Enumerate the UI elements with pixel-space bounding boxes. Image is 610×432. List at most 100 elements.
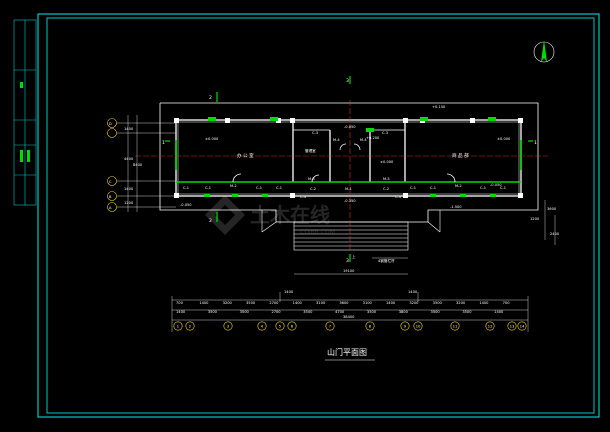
level-mark: +0.150: [432, 105, 446, 109]
right-dim-1: 1200: [530, 217, 540, 221]
axis-number: 13: [510, 325, 515, 329]
window-tag: C-1: [276, 186, 282, 190]
section-mark-1b: 1: [534, 140, 537, 146]
top-dim-left: 1400: [284, 290, 294, 294]
north-arrow-icon: [533, 40, 555, 63]
axis-bubble: [400, 321, 410, 331]
door-tag: M-2: [230, 184, 237, 188]
axis-bubble: [507, 321, 517, 331]
dimension-value: 1400: [479, 301, 489, 305]
window-tag: C-1: [410, 186, 416, 190]
axis-label-b: B: [109, 195, 112, 199]
section-mark-1a: 1: [162, 140, 165, 146]
section-mark-3b: 3: [346, 258, 349, 264]
dimension-value: 1400: [494, 310, 504, 314]
outer-border: [37, 13, 600, 418]
dimension-value: 2700: [271, 310, 281, 314]
axis-bubble: [257, 321, 267, 331]
section-mark-3a: 3: [346, 78, 349, 84]
dimension-value: 3200: [409, 301, 419, 305]
window-tag: C-2: [310, 187, 316, 191]
level-mark: -0.050: [180, 203, 192, 207]
dimension-value: 3500: [367, 310, 377, 314]
axis-bubble: [287, 321, 297, 331]
bottom-dimensions: [171, 292, 529, 332]
axis-number: 1: [177, 325, 179, 329]
axis-bubble: [185, 321, 195, 331]
section-marks: 1 1 2 2 3 3: [162, 76, 537, 264]
dimension-value: 1400: [176, 310, 186, 314]
room-level-office: ±0.000: [205, 137, 219, 141]
window-tag: C-1: [256, 186, 262, 190]
room-label-office: 办 公 室: [237, 152, 254, 159]
top-dim-right: 1400: [408, 290, 418, 294]
stair-note: 4钢管栏杆: [378, 258, 395, 263]
axis-bubble: [325, 321, 335, 331]
door-tag: M-5: [383, 177, 390, 181]
window-tag: C-1: [183, 186, 189, 190]
door-tag: M-4: [360, 138, 367, 142]
top-dim: 19100: [343, 269, 355, 273]
dimension-value: 3500: [240, 310, 250, 314]
dimension-value: 2700: [269, 301, 279, 305]
axis-bubble: [223, 321, 233, 331]
left-dim-2: 4400: [124, 157, 134, 161]
axis-bubble: [485, 321, 495, 331]
door-tag: M-3: [308, 177, 315, 181]
dims-row-2: 1400 3500 3500 2700 3500 4700 3500 3800 3500 3500…: [176, 310, 504, 314]
level-mark: -0.350: [344, 199, 356, 203]
dimension-value: 1400: [293, 301, 303, 305]
left-dim-total: 8400: [133, 163, 143, 167]
dimension-value: 3500: [208, 310, 218, 314]
level-mark: +0.200: [366, 136, 380, 140]
dimension-value: 1400: [199, 301, 209, 305]
right-dims: 1200 3600 2400: [530, 200, 560, 245]
right-dim-3: 2400: [550, 232, 560, 236]
axis-number: 2: [189, 325, 191, 329]
dimension-value: 3500: [433, 301, 443, 305]
axis-number: 14: [520, 325, 525, 329]
window-tag: C-4: [395, 195, 402, 199]
level-mark: -1.500: [450, 205, 462, 209]
level-mark: -0.050: [344, 125, 356, 129]
door-tag: M-1: [345, 187, 352, 191]
dimension-value: 4700: [335, 310, 345, 314]
axis-number: 9: [404, 325, 407, 329]
window-tag: C-3: [382, 131, 388, 135]
side-title-block: [13, 19, 37, 206]
axis-number: 10: [416, 325, 421, 329]
room-label-shop: 商 品 部: [452, 152, 469, 159]
axis-number: 4: [261, 325, 264, 329]
dimension-value: 3100: [363, 301, 373, 305]
axis-bubble: [173, 321, 183, 331]
axis-number: 3: [227, 325, 229, 329]
watermark-main: 土木在线: [250, 203, 330, 227]
window-tag: C-1: [205, 186, 211, 190]
left-dim-4: 1200: [124, 201, 134, 205]
dimension-value: 700: [176, 301, 184, 305]
section-mark-2a: 2: [209, 95, 212, 101]
left-dim-1: 1400: [124, 127, 134, 131]
dimension-value: 3100: [316, 301, 326, 305]
dimension-value: 3800: [399, 310, 409, 314]
axis-number: 12: [488, 325, 493, 329]
left-axes: D C B A 1400 4400 1400 1200 8400: [107, 115, 176, 212]
dimension-value: 3500: [431, 310, 441, 314]
window-tag: C-3: [312, 131, 318, 135]
door-window-tags: C-1 C-1 C-1 C-1 C-1 C-1 C-1 C-1 C-2 C-2 …: [183, 131, 506, 199]
room-label-manage: 管理室: [305, 148, 316, 153]
door-tag: M-2: [455, 184, 462, 188]
drawing-title: 山门平面图: [327, 347, 367, 357]
axis-bubble: [365, 321, 375, 331]
dimension-value: 3500: [303, 310, 313, 314]
axis-number: 5: [279, 325, 281, 329]
dimension-value: 3500: [462, 310, 472, 314]
axis-bubble: [450, 321, 460, 331]
watermark-sub: COIBB.COM: [300, 229, 335, 236]
axis-number: 7: [329, 325, 331, 329]
window-tag: C-1: [430, 186, 436, 190]
level-mark: -0.050: [490, 183, 502, 187]
stair-up-label: 上: [352, 254, 356, 259]
door-tag: M-4: [333, 138, 340, 142]
